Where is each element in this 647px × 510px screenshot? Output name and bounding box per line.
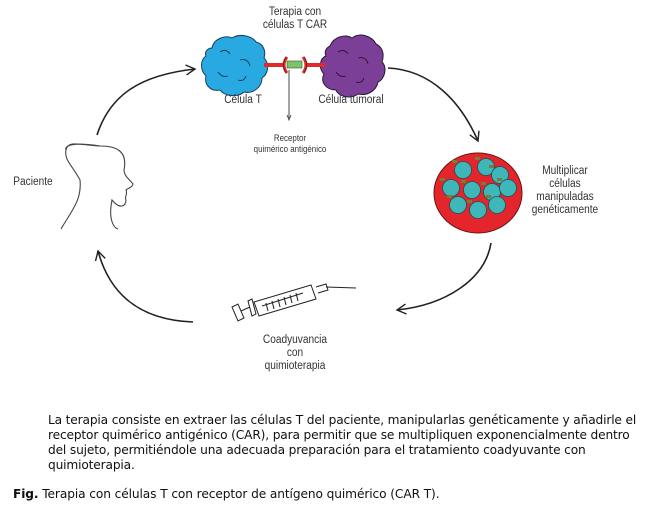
adjuvant-label: Coadyuvancia con quimioterapia bbox=[255, 334, 334, 373]
arrow-multiply-to-adjuvant bbox=[395, 242, 492, 315]
tumor-cell-label: Célula tumoral bbox=[318, 94, 384, 106]
patient-label: Paciente bbox=[13, 176, 53, 188]
therapy-title-line2: células T CAR bbox=[262, 19, 328, 31]
therapy-title: Terapia con células T CAR bbox=[251, 6, 339, 32]
small-receptor-stub bbox=[475, 157, 480, 160]
figure-prefix: Fig. bbox=[13, 487, 39, 501]
car-t-cycle-diagram bbox=[60, 34, 523, 323]
multiply-label-line1: Multiplicar bbox=[542, 165, 588, 177]
receptor-pointer-arrowhead bbox=[286, 114, 292, 122]
small-receptor-stub bbox=[489, 165, 494, 168]
cell-culture-dish-icon bbox=[433, 152, 523, 234]
receptor-label-line1: Receptor bbox=[273, 133, 307, 143]
small-car-t-cell bbox=[449, 196, 467, 214]
small-car-t-cell bbox=[442, 179, 460, 197]
figure-caption: Fig. Terapia con células T con receptor … bbox=[13, 487, 440, 501]
patient-head-icon bbox=[60, 143, 134, 230]
small-receptor-stub bbox=[452, 160, 457, 163]
small-receptor-stub bbox=[461, 180, 466, 183]
small-receptor-stub bbox=[497, 178, 502, 181]
small-car-t-cell bbox=[469, 201, 487, 219]
small-car-t-cell bbox=[463, 181, 481, 199]
receptor-label-line2: quimérico antigénico bbox=[253, 144, 327, 154]
multiply-label-line3: manipuladas bbox=[536, 191, 594, 203]
figure-description: La terapia consiste en extraer las célul… bbox=[48, 413, 637, 472]
small-car-t-cell bbox=[499, 179, 517, 197]
adjuvant-label-line1: Coadyuvancia bbox=[262, 334, 328, 346]
small-receptor-stub bbox=[486, 195, 491, 198]
arrow-patient-to-therapy bbox=[96, 64, 197, 136]
t-cell-icon bbox=[201, 34, 269, 97]
multiply-label: Multiplicar células manipuladas genética… bbox=[525, 165, 604, 217]
multiply-label-line2: células bbox=[549, 178, 581, 190]
multiply-label-line4: genéticamente bbox=[531, 204, 599, 216]
figure-title: Terapia con células T con receptor de an… bbox=[38, 487, 440, 501]
small-car-t-cell bbox=[454, 161, 472, 179]
tumor-cell-icon bbox=[319, 34, 386, 98]
arrow-adjuvant-to-patient bbox=[94, 249, 194, 323]
small-receptor-stub bbox=[440, 178, 445, 181]
t-cell-label: Célula T bbox=[224, 94, 262, 106]
adjuvant-label-line2: con bbox=[286, 347, 304, 359]
small-car-t-cell bbox=[477, 158, 495, 176]
multiplied-car-t-cells bbox=[440, 157, 517, 219]
small-car-t-cell bbox=[491, 166, 509, 184]
small-receptor-stub bbox=[467, 200, 472, 203]
small-car-t-cell bbox=[488, 196, 506, 214]
adjuvant-label-line3: quimioterapia bbox=[264, 360, 326, 372]
receptor-label: Receptor quimérico antigénico bbox=[246, 133, 334, 155]
syringe-icon bbox=[231, 283, 357, 322]
small-receptor-stub bbox=[447, 195, 452, 198]
car-receptor-icon bbox=[264, 56, 325, 74]
arrow-therapy-to-multiply bbox=[387, 67, 480, 143]
therapy-title-line1: Terapia con bbox=[268, 6, 322, 18]
small-receptor-stub bbox=[481, 182, 486, 185]
